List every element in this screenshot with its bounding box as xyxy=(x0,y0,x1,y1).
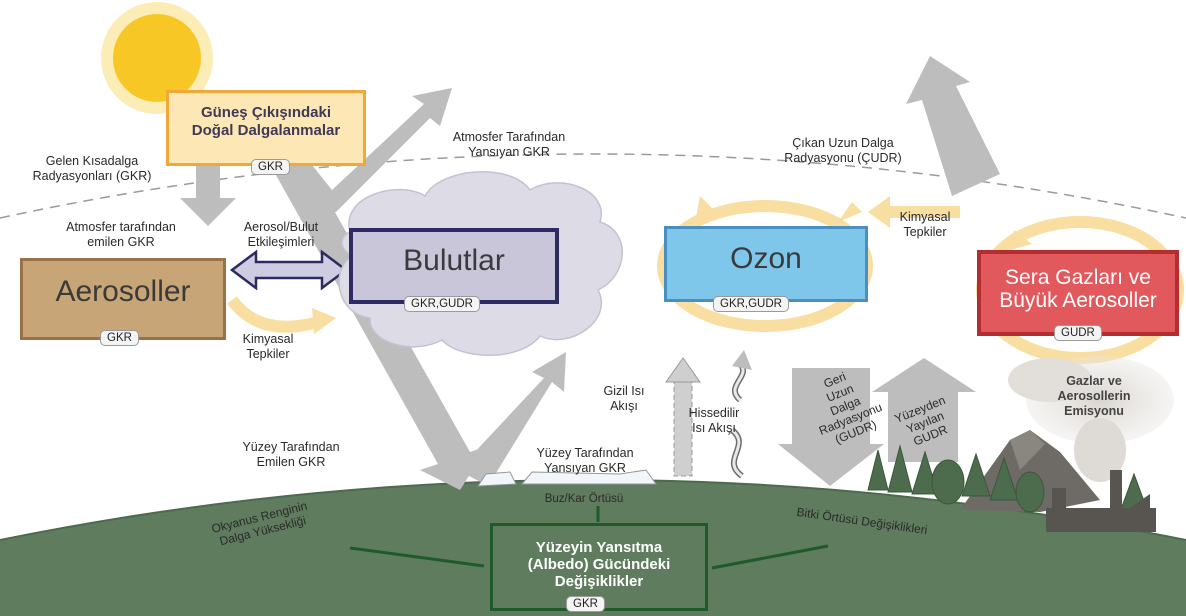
label-aerosol-cloud: Aerosol/Bulut Etkileşimleri xyxy=(243,220,319,249)
trees xyxy=(867,444,1149,513)
albedo-tag: GKR xyxy=(566,596,605,612)
albedo-connectors xyxy=(349,506,829,570)
surface-reflected-arrow xyxy=(458,352,566,486)
label-surface-reflected: Yüzey Tarafından Yansıyan GKR xyxy=(536,446,634,475)
albedo-box: Yüzeyin Yansıtma (Albedo) Gücündeki Deği… xyxy=(490,523,708,611)
sun-icon xyxy=(101,2,213,114)
latent-heat-arrow xyxy=(665,357,701,477)
label-sensible-heat: Hissedilir Isı Akışı xyxy=(688,406,740,435)
label-absorbed-atm: Atmosfer tarafından emilen GKR xyxy=(66,220,176,249)
atmosphere-boundary xyxy=(0,153,1186,219)
label-surface-absorbed: Yüzey Tarafından Emilen GKR xyxy=(242,440,340,469)
emission-smoke xyxy=(1008,356,1174,482)
label-reflected-atm: Atmosfer Tarafından Yansıyan GKR xyxy=(452,130,566,159)
aerosol-cloud-arrow xyxy=(229,249,349,291)
label-chem-right: Kimyasal Tepkiler xyxy=(899,210,951,239)
label-chem-left: Kimyasal Tepkiler xyxy=(242,332,294,361)
ice-cover xyxy=(477,469,657,487)
aerosols-box: Aerosoller xyxy=(20,258,226,340)
clouds-tag: GKR,GUDR xyxy=(404,296,480,312)
ozone-tag: GKR,GUDR xyxy=(713,296,789,312)
reflected-atm-arrow xyxy=(270,88,452,212)
label-outgoing-lw: Çıkan Uzun Dalga Radyasyonu (ÇUDR) xyxy=(784,136,902,165)
ozone-title: Ozon xyxy=(730,242,802,275)
sensible-heat-arrow xyxy=(729,350,752,479)
surface-sw-arrow xyxy=(240,150,488,490)
sun-variations-title: Güneş Çıkışındaki Doğal Dalgalanmalar xyxy=(191,104,341,139)
aerosols-title: Aerosoller xyxy=(55,275,191,308)
sun-variations-box: Güneş Çıkışındaki Doğal Dalgalanmalar xyxy=(166,90,366,166)
label-ice-snow: Buz/Kar Örtüsü xyxy=(544,493,624,505)
ozone-box: Ozon xyxy=(664,226,868,302)
chem-connector-arrow xyxy=(868,196,960,228)
clouds-title: Bulutlar xyxy=(403,244,505,277)
ghg-box: Sera Gazları ve Büyük Aerosoller xyxy=(977,250,1179,336)
aerosols-tag: GKR xyxy=(100,330,139,346)
label-latent-heat: Gizil Isı Akışı xyxy=(603,384,645,413)
label-incoming-sw: Gelen Kısadalga Radyasyonları (GKR) xyxy=(32,154,152,183)
clouds-box: Bulutlar xyxy=(349,228,559,304)
ghg-tag: GUDR xyxy=(1054,325,1102,341)
back-lw-arrow xyxy=(778,368,884,486)
ghg-title: Sera Gazları ve Büyük Aerosoller xyxy=(999,266,1157,312)
factory-icon xyxy=(1046,470,1156,532)
chem-cycle-left xyxy=(227,296,320,333)
albedo-title: Yüzeyin Yansıtma (Albedo) Gücündeki Deği… xyxy=(527,538,671,590)
outgoing-lw-arrow xyxy=(906,56,1000,196)
sun-variations-tag: GKR xyxy=(251,159,290,175)
surface-lw-arrow xyxy=(872,358,976,462)
incoming-sw-arrow xyxy=(180,150,236,226)
label-gas-emission: Gazlar ve Aerosollerin Emisyonu xyxy=(1057,374,1131,418)
